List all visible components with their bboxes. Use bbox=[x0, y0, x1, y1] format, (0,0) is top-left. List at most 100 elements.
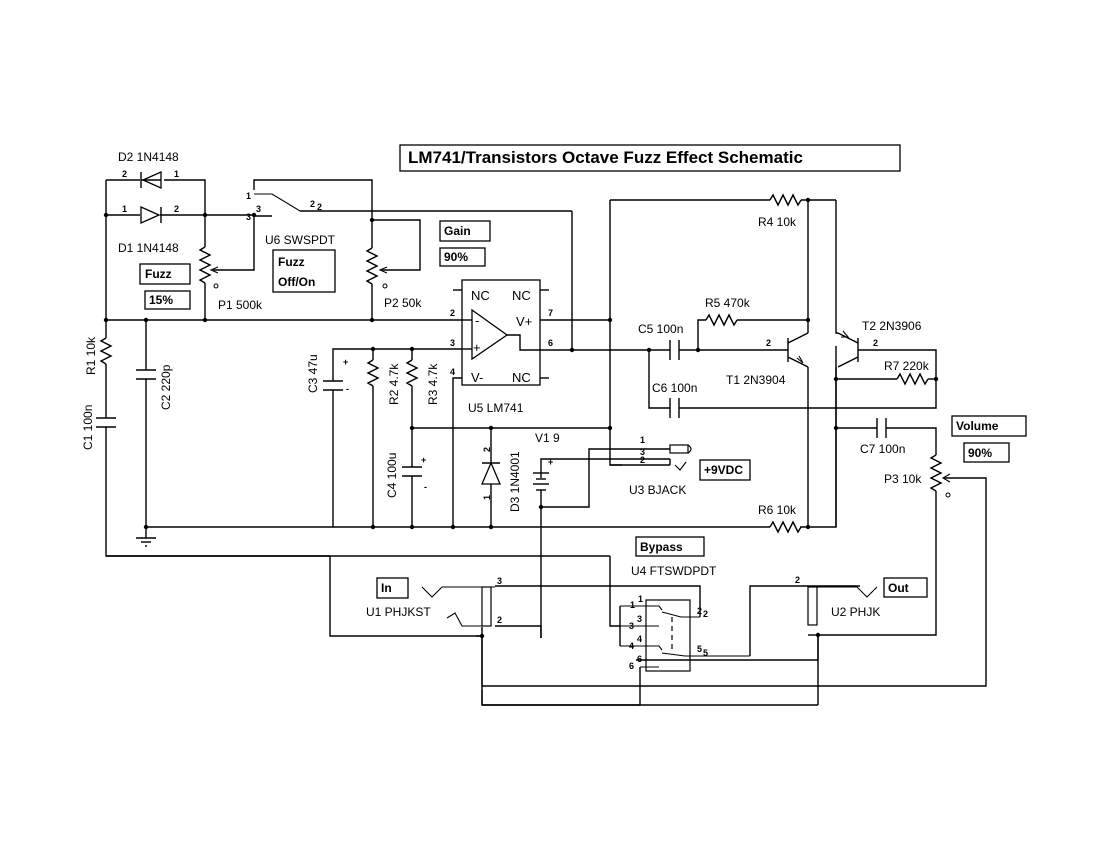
pin-label: 6 bbox=[548, 338, 553, 348]
output-label-box bbox=[883, 577, 928, 598]
c7-label: C7 100n bbox=[860, 442, 905, 456]
volume-label-box bbox=[951, 415, 1027, 437]
input-jack-u1: In U1 PHJKST 3 2 bbox=[366, 576, 502, 705]
pin-label: 1 bbox=[640, 435, 645, 445]
u5-label: U5 LM741 bbox=[468, 401, 524, 415]
gain-label: Gain bbox=[444, 224, 471, 238]
pin-label: 4 bbox=[629, 641, 634, 651]
diode-d1 bbox=[140, 205, 162, 225]
volume-label: Volume bbox=[956, 419, 999, 433]
pin-label: 2 bbox=[310, 199, 315, 209]
pin-label: 3 bbox=[497, 576, 502, 586]
ground-symbol bbox=[136, 527, 156, 547]
u4-label: U4 FTSWDPDT bbox=[631, 564, 717, 578]
pin-label: 3 bbox=[256, 204, 261, 214]
pin-label: 5 bbox=[703, 648, 708, 658]
pin-label: + bbox=[421, 455, 426, 465]
c4-label: C4 100u bbox=[385, 453, 399, 498]
title-block: LM741/Transistors Octave Fuzz Effect Sch… bbox=[399, 144, 901, 172]
pin-label: 3 bbox=[637, 614, 642, 624]
pin-label: 5 bbox=[697, 644, 702, 654]
pin-label: 2 bbox=[122, 169, 127, 179]
pin-label: 2 bbox=[795, 575, 800, 585]
d1-label: D1 1N4148 bbox=[118, 241, 179, 255]
pin-label: 2 bbox=[703, 609, 708, 619]
opamp-nc-label: NC bbox=[471, 288, 490, 303]
bypass-label-box[interactable] bbox=[635, 536, 705, 557]
pin-label: 1 bbox=[174, 169, 179, 179]
switch-u6: 1 3 3 2 2 U6 SWSPDT Fuzz Off/On bbox=[246, 179, 373, 293]
pin-label: + bbox=[343, 357, 348, 367]
opamp-vplus-label: V+ bbox=[516, 314, 532, 329]
r4-label: R4 10k bbox=[758, 215, 797, 229]
u6-label: U6 SWSPDT bbox=[265, 233, 336, 247]
pin-label: 3 bbox=[640, 447, 645, 457]
fuzz-value-box[interactable] bbox=[144, 290, 191, 310]
p1-label: P1 500k bbox=[218, 298, 263, 312]
v1-label: V1 9 bbox=[535, 431, 560, 445]
pin-label: 1 bbox=[246, 191, 251, 201]
opamp-vminus-label: V- bbox=[471, 370, 483, 385]
c1-label: C1 100n bbox=[81, 405, 95, 450]
resistor-r4 bbox=[769, 193, 802, 207]
resistor-r2 bbox=[366, 359, 380, 387]
fuzz-switch-label-box[interactable] bbox=[272, 249, 336, 293]
c2-branch: C2 220p bbox=[136, 320, 173, 527]
r5-label: R5 470k bbox=[705, 296, 751, 310]
u2-label: U2 PHJK bbox=[831, 605, 880, 619]
opamp-nc-label: NC bbox=[512, 370, 531, 385]
supply-label-box bbox=[699, 459, 751, 481]
fuzz-label: Fuzz bbox=[145, 267, 172, 281]
diode-clipping-section: D2 1N4148 2 1 D1 1N4148 1 2 P1 500k Fuzz… bbox=[103, 150, 263, 320]
pin-label: 3 bbox=[450, 338, 455, 348]
pin-label: 2 bbox=[317, 202, 322, 212]
r3-label: R3 4.7k bbox=[426, 363, 440, 405]
gain-value: 90% bbox=[444, 250, 468, 264]
input-label-box bbox=[376, 577, 409, 599]
c3-label: C3 47u bbox=[306, 354, 320, 393]
volume-section: C7 100n P3 10k Volume 90% bbox=[481, 415, 1027, 687]
title-frame bbox=[399, 144, 901, 172]
pin-label: 2 bbox=[766, 338, 771, 348]
resistor-r1 bbox=[99, 337, 113, 365]
potentiometer-p2 bbox=[365, 247, 379, 285]
resistor-r6 bbox=[769, 520, 802, 534]
transistor-t2 bbox=[835, 200, 937, 379]
transistor-t1 bbox=[787, 200, 809, 527]
r1-label: R1 10k bbox=[84, 336, 98, 375]
resistor-r6-group: R6 10k bbox=[758, 503, 811, 534]
battery-v1: + bbox=[533, 457, 670, 638]
gain-value-box[interactable] bbox=[439, 247, 486, 267]
resistor-r5 bbox=[705, 313, 738, 327]
pin-label: + bbox=[548, 457, 553, 467]
gain-section: P2 50k Gain 90% bbox=[300, 210, 573, 350]
t2-label: T2 2N3906 bbox=[862, 319, 922, 333]
r7-label: R7 220k bbox=[884, 359, 930, 373]
pin-label: 2 bbox=[640, 455, 645, 465]
pin-label: 2 bbox=[482, 447, 492, 452]
d2-label: D2 1N4148 bbox=[118, 150, 179, 164]
u3-label: U3 BJACK bbox=[629, 483, 686, 497]
pin-label: 4 bbox=[637, 634, 642, 644]
potentiometer-p1 bbox=[198, 246, 212, 284]
fuzz-switch-label: Fuzz bbox=[278, 255, 305, 269]
fuzz-label-box bbox=[139, 263, 191, 285]
volume-value: 90% bbox=[968, 446, 992, 460]
c6-label: C6 100n bbox=[652, 381, 697, 395]
pin-label: 6 bbox=[637, 654, 642, 664]
pin-label: 7 bbox=[548, 308, 553, 318]
diode-d2 bbox=[140, 170, 162, 190]
pin-label: 1 bbox=[638, 594, 643, 604]
d3-label: D3 1N4001 bbox=[508, 451, 522, 512]
output-label: Out bbox=[888, 581, 909, 595]
c5-label: C5 100n bbox=[638, 322, 683, 336]
u1-label: U1 PHJKST bbox=[366, 605, 431, 619]
pin-label: - bbox=[424, 482, 427, 492]
opamp-plus-label: + bbox=[473, 340, 481, 355]
pin-label: 1 bbox=[122, 204, 127, 214]
fuzz-switch-state: Off/On bbox=[278, 275, 315, 289]
diode-d3 bbox=[481, 461, 501, 485]
volume-value-box[interactable] bbox=[963, 442, 1010, 463]
p3-label: P3 10k bbox=[884, 472, 922, 486]
